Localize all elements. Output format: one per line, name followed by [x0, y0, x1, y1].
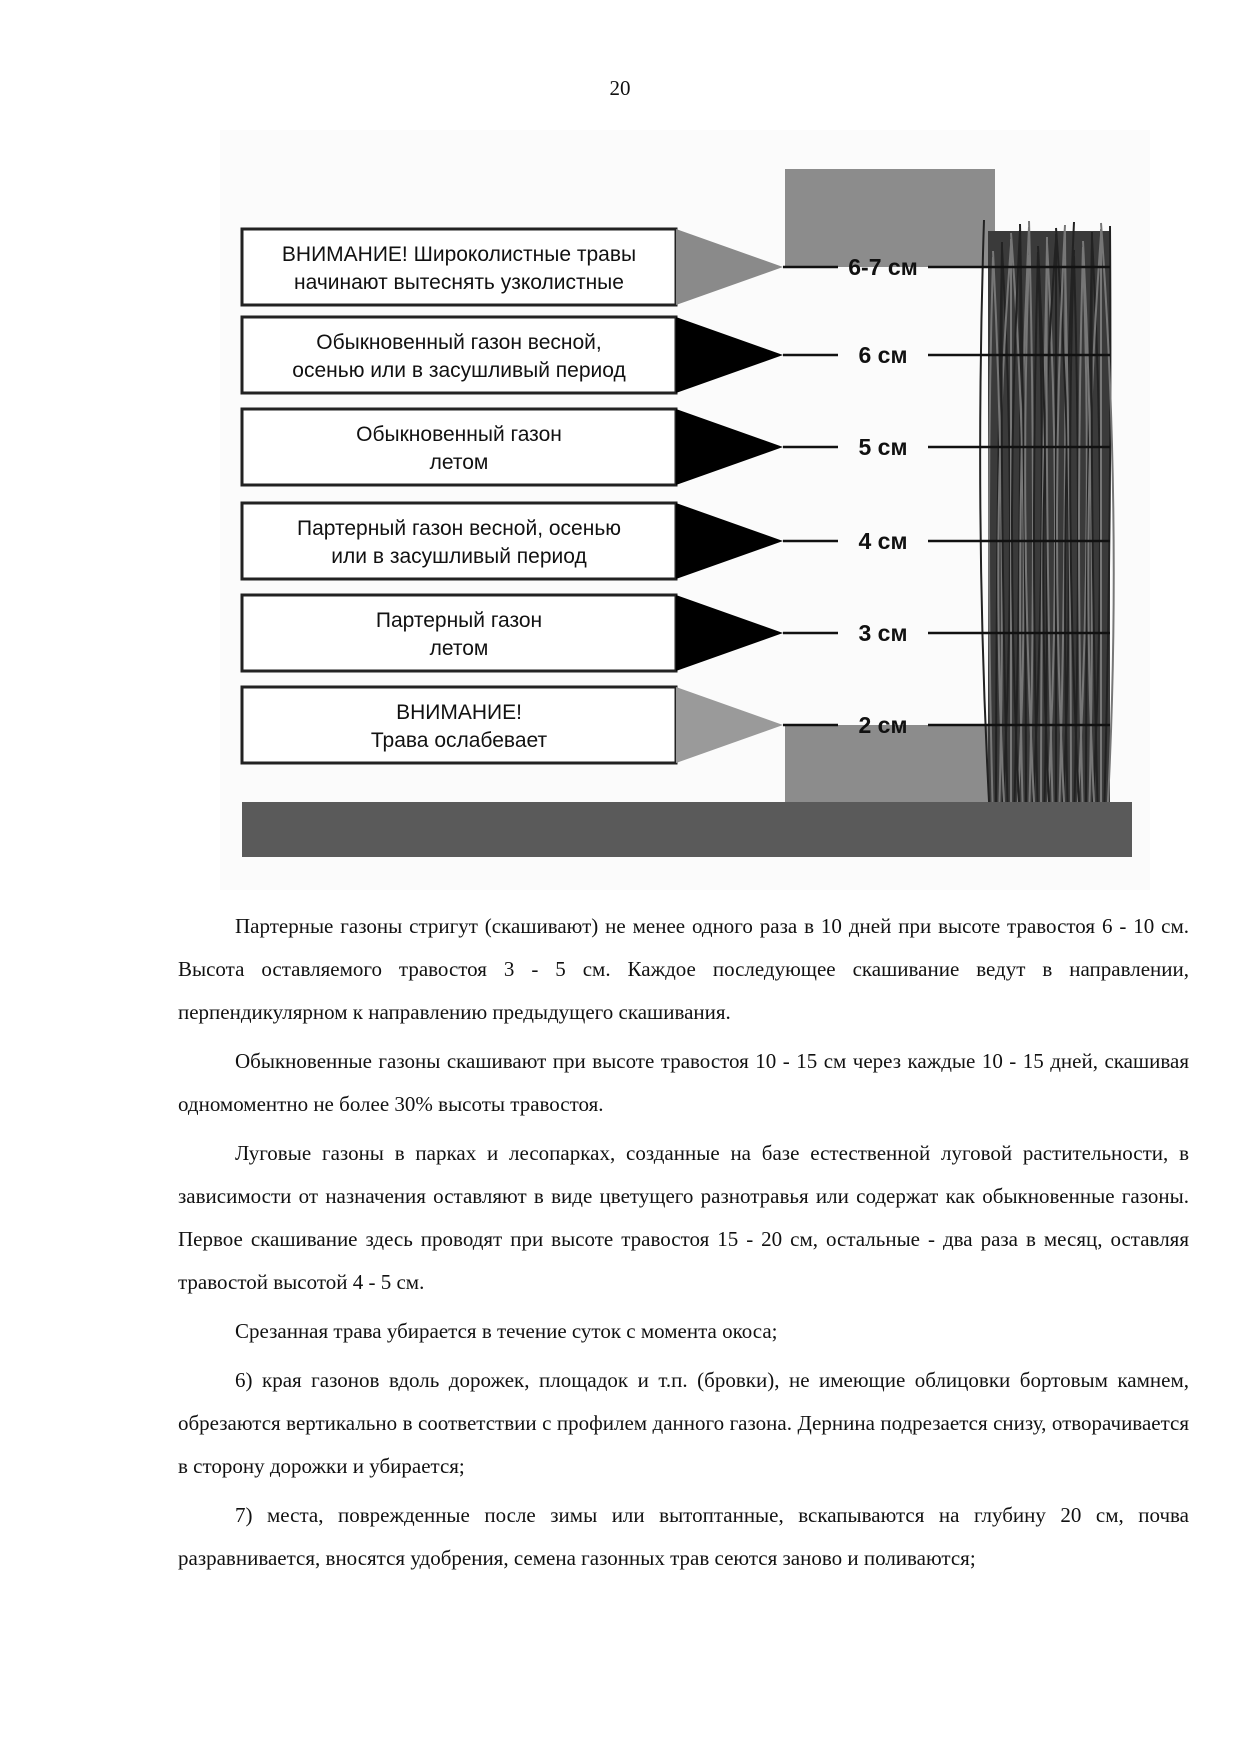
- label-box: [240, 593, 678, 673]
- pointer-arrow: [676, 229, 783, 305]
- height-row: Партерный газон весной, осенью или в засу…: [240, 501, 1110, 581]
- height-label: 3 см: [859, 620, 908, 646]
- label-line-2: начинают вытеснять узколистные: [294, 271, 624, 294]
- paragraph: Обыкновенные газоны скашивают при высоте…: [178, 1049, 1189, 1116]
- label-line-1: Партерный газон весной, осенью: [297, 517, 621, 540]
- label-box: [240, 685, 678, 765]
- grass-blade: [1069, 249, 1081, 821]
- top-height-marker: [785, 169, 995, 267]
- label-box: [240, 501, 678, 581]
- grass-blade: [1103, 225, 1112, 821]
- height-label: 5 см: [859, 434, 908, 460]
- grass-blade: [1042, 239, 1057, 821]
- soil-ground: [242, 802, 1132, 857]
- height-row: ВНИМАНИЕ! Трава ослабевает 2 см: [240, 685, 1110, 765]
- label-line-2: осенью или в засушливый период: [292, 359, 625, 382]
- grass-blade: [1087, 234, 1102, 821]
- label-line-1: Обыкновенный газон весной,: [316, 331, 601, 354]
- height-label: 4 см: [859, 528, 908, 554]
- paragraph: 7) места, поврежденные после зимы или вы…: [178, 1503, 1189, 1570]
- lawn-mowing-height-figure: ВНИМАНИЕ! Широколистные травы начинают вы…: [220, 130, 1150, 890]
- paragraph: Срезанная трава убирается в течение суто…: [235, 1319, 778, 1343]
- pointer-arrow: [676, 409, 783, 485]
- grass-blade: [1033, 251, 1039, 821]
- grass-blade: [1064, 258, 1072, 821]
- label-line-2: или в засушливый период: [331, 545, 586, 568]
- height-row: Обыкновенный газон летом 5 см: [240, 407, 1110, 487]
- label-line-2: летом: [430, 451, 489, 474]
- height-row: Партерный газон летом 3 см: [240, 593, 1110, 673]
- paragraph: 6) края газонов вдоль дорожек, площадок …: [178, 1368, 1189, 1478]
- page-number: 20: [609, 76, 631, 100]
- grass-blade: [1064, 221, 1075, 821]
- grass-blade: [988, 256, 994, 821]
- label-line-2: летом: [430, 637, 489, 660]
- pointer-arrow: [676, 503, 783, 579]
- height-label: 6-7 см: [848, 254, 917, 280]
- grass-blade: [1100, 222, 1115, 821]
- grass-blade: [979, 219, 991, 821]
- grass-blade: [1090, 231, 1099, 821]
- grass-blade: [997, 244, 1012, 821]
- grass-blade: [1056, 224, 1066, 821]
- grass-blade: [1011, 229, 1021, 821]
- grass-blade: [1019, 226, 1030, 821]
- bottom-height-marker: [785, 725, 995, 815]
- label-line-1: Обыкновенный газон: [356, 423, 562, 446]
- label-line-1: ВНИМАНИЕ! Широколистные травы: [282, 243, 636, 266]
- grass-illustration: [979, 219, 1115, 821]
- grass-blade: [1045, 236, 1054, 821]
- body-text: Партерные газоны стригут (скашивают) не …: [178, 905, 1189, 1580]
- grass-blade: [1024, 254, 1036, 821]
- figure-svg: ВНИМАНИЕ! Широколистные травы начинают вы…: [220, 130, 1150, 890]
- height-label: 6 см: [859, 342, 908, 368]
- height-row: ВНИМАНИЕ! Широколистные травы начинают вы…: [240, 227, 1110, 307]
- label-line-2: Трава ослабевает: [371, 729, 548, 752]
- grass-blade: [1000, 241, 1009, 821]
- pointer-arrow: [676, 317, 783, 393]
- grass-blade: [1078, 246, 1084, 821]
- label-line-1: Партерный газон: [376, 609, 542, 632]
- pointer-arrow: [676, 687, 783, 763]
- pointer-arrow: [676, 595, 783, 671]
- paragraph: Луговые газоны в парках и лесопарках, со…: [178, 1141, 1189, 1294]
- label-line-1: ВНИМАНИЕ!: [396, 701, 522, 724]
- height-row: Обыкновенный газон весной, осенью или в з…: [240, 315, 1110, 395]
- paragraph: Партерные газоны стригут (скашивают) не …: [178, 914, 1189, 1024]
- height-label: 2 см: [859, 712, 908, 738]
